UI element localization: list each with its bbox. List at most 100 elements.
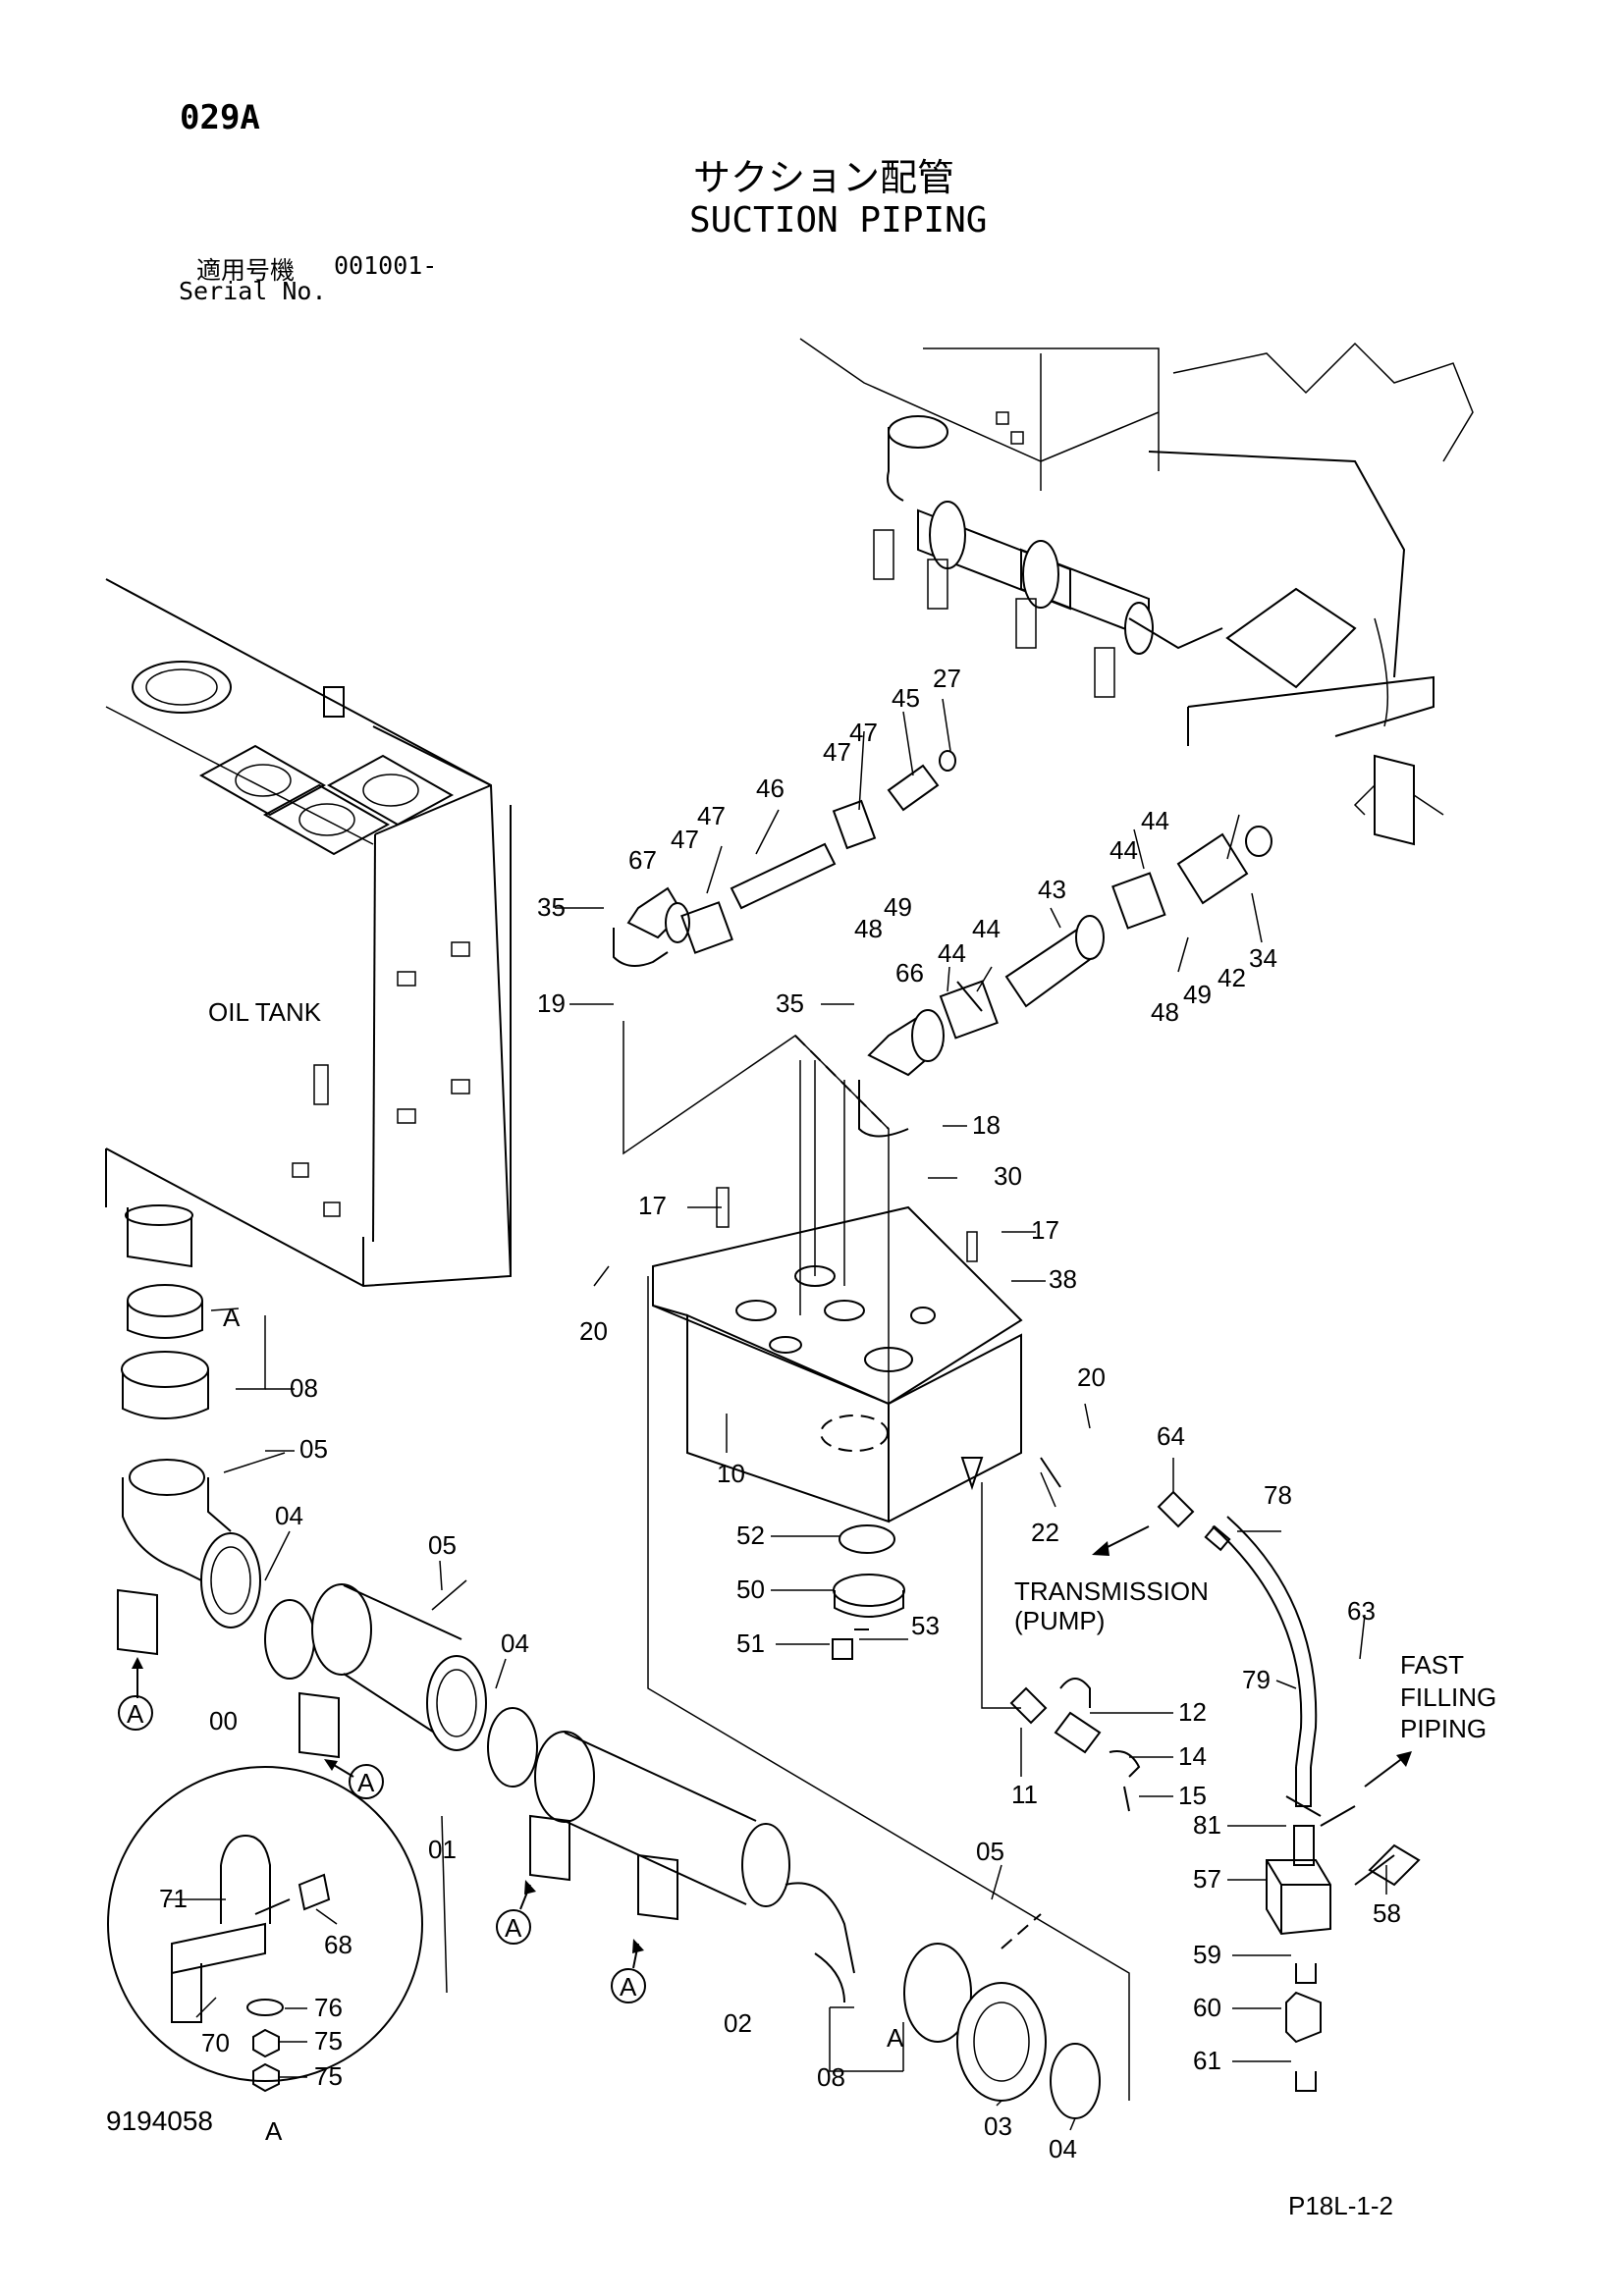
part-label: 59 [1193, 1940, 1221, 1969]
view-markers: A A A A A A A [118, 1303, 904, 2146]
upper-suction-hoses [613, 750, 1272, 1138]
part-label: 79 [1242, 1665, 1271, 1694]
part-label: 49 [1183, 980, 1212, 1009]
part-label: 47 [671, 825, 699, 854]
view-a-marker: A [611, 1939, 646, 2003]
serial-number-value: 001001- [334, 251, 438, 280]
part-label: 50 [736, 1575, 765, 1604]
part-label: 44 [972, 914, 1001, 943]
part-label: 52 [736, 1521, 765, 1550]
view-a-marker: A [496, 1880, 536, 1945]
part-label: 35 [537, 892, 566, 922]
part-label: 48 [1151, 997, 1179, 1027]
oil-tank-drawing: OIL TANK [105, 578, 513, 1288]
part-label: 76 [314, 1993, 343, 2022]
part-label: 38 [1049, 1264, 1077, 1294]
part-label: 05 [299, 1434, 328, 1464]
part-label: 64 [1157, 1421, 1185, 1451]
part-label: 70 [201, 2028, 230, 2057]
assembly-guide-lines [623, 1021, 1130, 2101]
part-label: 05 [976, 1837, 1004, 1866]
serial-label: Serial No. [179, 277, 327, 305]
part-label: 12 [1178, 1697, 1207, 1727]
view-a-label: A [887, 2023, 904, 2053]
leader-lines [167, 698, 1387, 2131]
pump-label: (PUMP) [1014, 1606, 1105, 1635]
part-label: 17 [1031, 1215, 1059, 1245]
lower-suction-pipes-drawing [117, 1284, 1101, 2119]
part-number-labels: 27 45 47 47 47 47 46 67 35 19 35 66 44 4… [159, 664, 1401, 2163]
part-label: 05 [428, 1530, 457, 1560]
part-label: 75 [314, 2061, 343, 2091]
transmission-label: TRANSMISSION [1014, 1576, 1209, 1606]
part-label: 35 [776, 988, 804, 1018]
view-a-marker-label: A [127, 1699, 144, 1729]
oil-tank-port [262, 783, 391, 856]
part-label: 27 [933, 664, 961, 693]
filling-label: FILLING [1400, 1682, 1496, 1712]
part-label: 51 [736, 1629, 765, 1658]
part-label: 45 [892, 683, 920, 713]
view-a-marker: A [118, 1657, 153, 1731]
part-label: 44 [938, 938, 966, 968]
oil-tank-port [326, 754, 455, 827]
part-label: 60 [1193, 1993, 1221, 2022]
part-label: 18 [972, 1110, 1001, 1140]
fast-filling-piping-drawing: TRANSMISSION (PUMP) FAST FILLING PIPING [1009, 1490, 1496, 2092]
transmission-assembly-drawing [799, 338, 1474, 846]
view-a-marker-label: A [620, 1972, 637, 2002]
part-label: 17 [638, 1191, 667, 1220]
part-label: 10 [717, 1459, 745, 1488]
part-label: 44 [1141, 806, 1169, 835]
part-label: 53 [911, 1611, 940, 1640]
part-label: 44 [1110, 835, 1138, 865]
fast-label: FAST [1400, 1650, 1464, 1680]
part-label: 34 [1249, 943, 1277, 973]
view-a-label: A [223, 1303, 241, 1332]
detail-a-drawing [107, 1766, 423, 2093]
part-label: 48 [854, 914, 883, 943]
part-label: 20 [1077, 1362, 1106, 1392]
part-label: 81 [1193, 1810, 1221, 1840]
part-label: 03 [984, 2111, 1012, 2141]
oil-tank-label: OIL TANK [208, 997, 322, 1027]
part-label: 30 [994, 1161, 1022, 1191]
document-number: 9194058 [106, 2106, 214, 2136]
part-label: 08 [290, 1373, 318, 1403]
part-label: 15 [1178, 1781, 1207, 1810]
part-label: 58 [1373, 1898, 1401, 1928]
part-label: 78 [1264, 1480, 1292, 1510]
page-title: SUCTION PIPING [689, 200, 988, 240]
part-label: 04 [501, 1629, 529, 1658]
part-label: 47 [849, 718, 878, 747]
part-label: 63 [1347, 1596, 1376, 1626]
part-label: 04 [1049, 2134, 1077, 2163]
part-label: 14 [1178, 1741, 1207, 1771]
part-label: 19 [537, 988, 566, 1018]
part-label: 46 [756, 774, 785, 803]
part-label: 67 [628, 845, 657, 875]
part-label: 47 [823, 737, 851, 767]
part-label: 71 [159, 1884, 188, 1913]
piping-label: PIPING [1400, 1714, 1487, 1743]
view-a-marker: A [324, 1759, 384, 1799]
part-label: 02 [724, 2008, 752, 2038]
view-a-marker-label: A [505, 1913, 522, 1943]
view-a-marker-label: A [357, 1768, 375, 1797]
part-label: 47 [697, 801, 726, 830]
detail-a-title: A [265, 2116, 283, 2146]
part-label: 43 [1038, 875, 1066, 904]
section-code: 029A [180, 98, 260, 137]
part-label: 49 [884, 892, 912, 922]
part-label: 01 [428, 1835, 457, 1864]
suction-box-drawing [652, 1187, 1061, 1660]
part-label: 20 [579, 1316, 608, 1346]
part-label: 66 [895, 958, 924, 988]
part-label: 75 [314, 2026, 343, 2056]
part-label: 57 [1193, 1864, 1221, 1894]
part-label: 08 [817, 2062, 845, 2092]
oil-tank-port [198, 744, 327, 817]
part-label: 22 [1031, 1518, 1059, 1547]
